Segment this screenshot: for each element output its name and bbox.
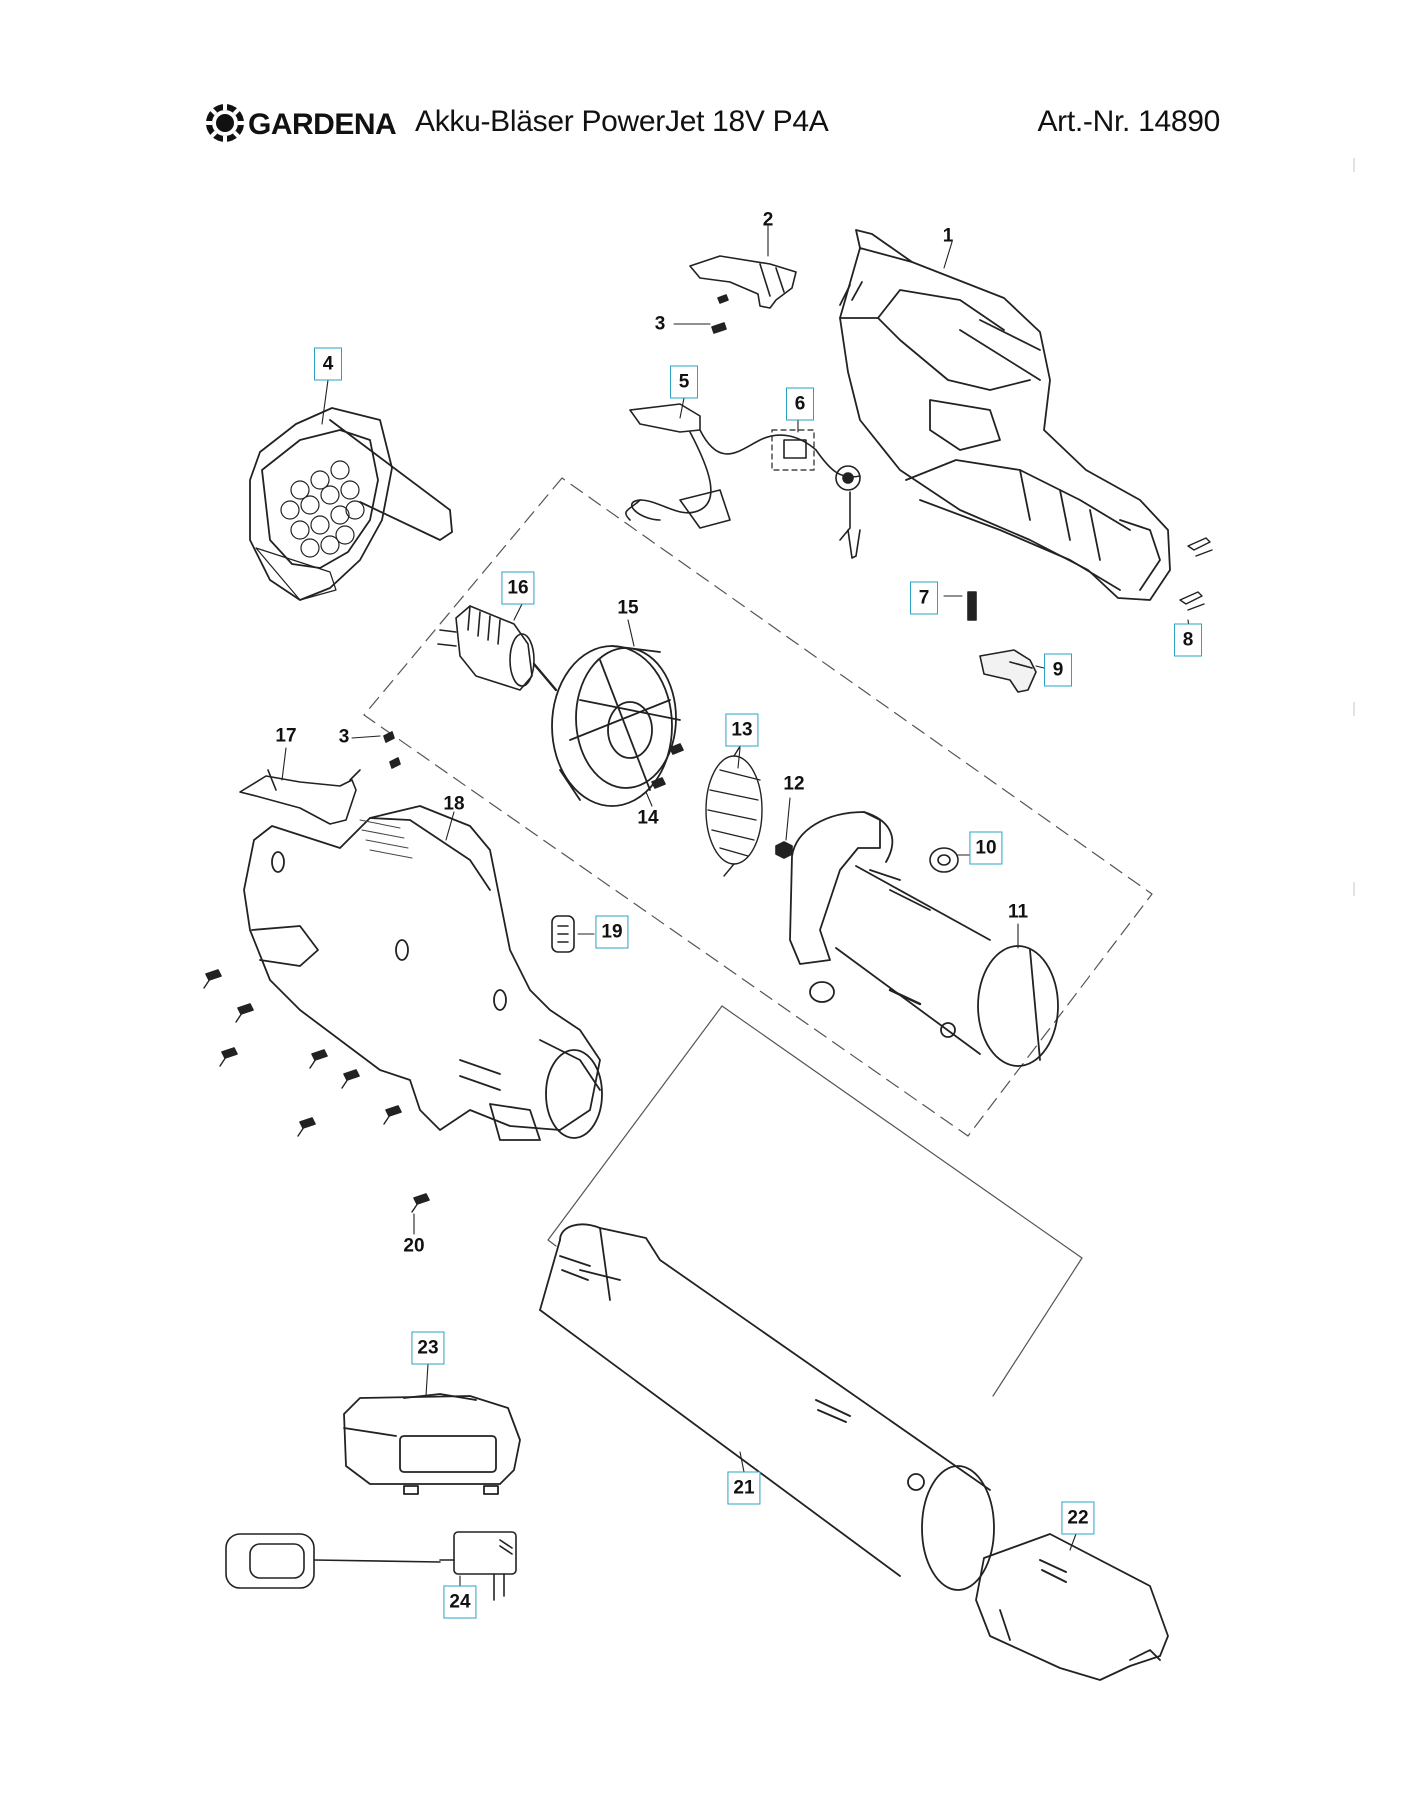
header: GARDENA Akku-Bläser PowerJet 18V P4A Art…: [200, 98, 1220, 148]
margin-tick: [1353, 882, 1355, 896]
screw-part-mid: [651, 743, 684, 789]
housing-screw-shafts: [203, 975, 421, 1213]
part-number-label-10: 10: [969, 831, 1003, 865]
screw-part-top: [711, 294, 729, 334]
margin-tick: [1353, 158, 1355, 172]
button-part: [551, 915, 575, 953]
leader-lines: [281, 225, 1193, 1593]
margin-tick: [1353, 702, 1355, 716]
handle-housing-part: [243, 805, 603, 1141]
part-number-label-24: 24: [443, 1585, 477, 1619]
part-number-label-13: 13: [725, 713, 759, 747]
part-number-label-16: 16: [501, 571, 535, 605]
grille-cover-part: [249, 407, 453, 601]
ring-part: [929, 847, 959, 873]
fan-duct-part: [789, 811, 1059, 1067]
part-number-label-17: 17: [275, 725, 297, 747]
part-number-label-1: 1: [942, 225, 954, 247]
part-number-label-3: 3: [338, 726, 350, 748]
housing-screws-part: [205, 969, 430, 1205]
article-number: Art.-Nr. 14890: [1037, 105, 1220, 138]
part-number-label-14: 14: [637, 807, 659, 829]
part-number-label-4: 4: [314, 347, 342, 381]
fan-impeller-part: [705, 739, 763, 877]
part-number-label-23: 23: [411, 1331, 445, 1365]
assembly-outline-tube: [547, 1005, 1083, 1397]
part-number-label-12: 12: [783, 773, 805, 795]
switch-cover-part: [239, 769, 361, 825]
spring-part: [967, 591, 977, 621]
motor-part: [437, 605, 558, 692]
nozzle-tip-part: [975, 1533, 1169, 1681]
trigger-part: [979, 649, 1037, 693]
part-number-label-22: 22: [1061, 1501, 1095, 1535]
upper-housing-part: [839, 229, 1171, 601]
gardena-logo: GARDENA: [206, 104, 397, 142]
screw-part-mid2: [383, 731, 401, 769]
switch-holder-part: [689, 255, 797, 309]
part-number-label-8: 8: [1174, 623, 1202, 657]
assembly-outline-motor: [363, 477, 1153, 1137]
part-number-label-5: 5: [670, 365, 698, 399]
part-number-label-6: 6: [786, 387, 814, 421]
part-number-label-11: 11: [1007, 901, 1029, 923]
connector-part: [771, 429, 861, 491]
part-number-label-7: 7: [910, 581, 938, 615]
part-number-label-3: 3: [654, 313, 666, 335]
motor-mount-part: [551, 645, 681, 807]
part-number-label-21: 21: [727, 1471, 761, 1505]
part-number-label-2: 2: [762, 209, 774, 231]
wiring-harness-part: [625, 403, 861, 559]
part-number-label-19: 19: [595, 915, 629, 949]
charger-part: [225, 1531, 517, 1601]
battery-part: [343, 1393, 521, 1495]
part-number-label-20: 20: [403, 1235, 425, 1257]
clip-part: [1179, 537, 1213, 611]
product-title: Akku-Bläser PowerJet 18V P4A: [415, 105, 829, 138]
part-number-label-9: 9: [1044, 653, 1072, 687]
brand-name: GARDENA: [248, 108, 396, 141]
part-number-label-15: 15: [617, 597, 639, 619]
part-number-label-18: 18: [443, 793, 465, 815]
blower-tube-part: [539, 1223, 995, 1591]
nut-part: [775, 841, 793, 859]
